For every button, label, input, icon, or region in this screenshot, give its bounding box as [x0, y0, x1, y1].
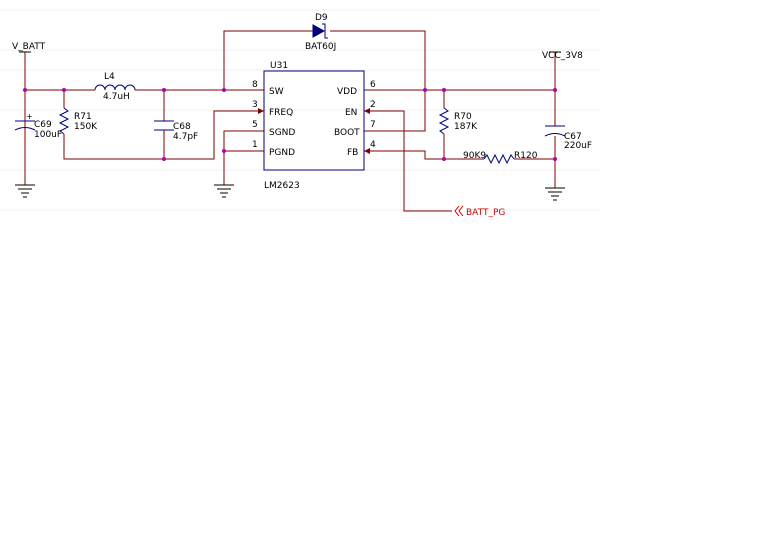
pin-en[interactable]: 2 EN: [345, 100, 376, 118]
resistor-r71[interactable]: R71 150K: [58, 107, 98, 135]
c69-ref: C69: [34, 120, 52, 130]
d9-ref: D9: [315, 13, 328, 23]
d9-value: BAT60J: [305, 42, 336, 52]
pin-number: 2: [370, 100, 376, 110]
resistor-r120[interactable]: 90K9 R120: [463, 151, 538, 165]
r120-ref: R120: [514, 151, 538, 161]
pin-name: BOOT: [334, 128, 360, 138]
capacitor-c68[interactable]: C68 4.7pF: [154, 120, 198, 142]
pin-fb[interactable]: 4 FB: [347, 140, 376, 158]
r70-value: 187K: [454, 122, 478, 132]
inductor-l4[interactable]: L4 4.7uH: [94, 72, 137, 102]
input-arrow-icon: [364, 108, 370, 114]
vbatt-net-label: V_BATT: [12, 42, 46, 52]
c67-value: 220uF: [564, 141, 592, 151]
pin-number: 6: [370, 80, 376, 90]
capacitor-c67[interactable]: C67 220uF: [544, 125, 592, 151]
pin-freq[interactable]: 3 FREQ: [252, 100, 293, 118]
c68-value: 4.7pF: [173, 132, 198, 142]
junction-dot: [23, 88, 27, 92]
junction-dot: [222, 149, 226, 153]
pin-name: PGND: [269, 148, 295, 158]
pin-pgnd[interactable]: 1 PGND: [252, 140, 295, 158]
pin-number: 3: [252, 100, 258, 110]
pin-name: SGND: [269, 128, 295, 138]
vcc3v8-power-port[interactable]: VCC_3V8: [542, 51, 583, 61]
pin-number: 5: [252, 120, 258, 130]
input-arrow-icon: [258, 108, 264, 114]
pin-name: VDD: [337, 87, 357, 97]
pin-number: 7: [370, 120, 376, 130]
pin-name: SW: [269, 87, 284, 97]
junction-dot: [423, 88, 427, 92]
pin-name: FB: [347, 148, 358, 158]
junction-dot: [162, 88, 166, 92]
ic-u31[interactable]: U31 LM2623 8 SW 3 FREQ 5 SGND 1 PGND 6 V…: [252, 61, 376, 191]
pin-name: FREQ: [269, 108, 293, 118]
diode-d9[interactable]: D9 BAT60J: [305, 13, 336, 52]
r70-ref: R70: [454, 112, 472, 122]
pin-vdd[interactable]: 6 VDD: [337, 80, 376, 97]
resistor-r70[interactable]: R70 187K: [438, 107, 478, 135]
ground-icon: [545, 187, 565, 201]
c67-ref: C67: [564, 132, 582, 142]
vbatt-power-port[interactable]: V_BATT: [12, 42, 46, 53]
junction-dot: [442, 157, 446, 161]
wires: [24, 30, 556, 212]
junction-dot: [62, 88, 66, 92]
polarity-plus: +: [26, 112, 33, 121]
ground-icon: [15, 184, 35, 198]
l4-ref: L4: [104, 72, 115, 82]
pin-sw[interactable]: 8 SW: [252, 80, 284, 97]
pin-number: 4: [370, 140, 376, 150]
batt-pg-label: BATT_PG: [466, 208, 505, 218]
u31-ref: U31: [270, 61, 288, 71]
junction-dot: [162, 157, 166, 161]
pin-number: 8: [252, 80, 258, 90]
pin-sgnd[interactable]: 5 SGND: [252, 120, 295, 138]
ground-icon: [214, 184, 234, 198]
c69-value: 100uF: [34, 130, 62, 140]
l4-value: 4.7uH: [103, 92, 130, 102]
junction-dot: [553, 88, 557, 92]
batt-pg-port[interactable]: BATT_PG: [454, 205, 505, 218]
r120-value: 90K9: [463, 151, 486, 161]
capacitor-c69[interactable]: + C69 100uF: [14, 112, 62, 140]
pin-number: 1: [252, 140, 258, 150]
junction-dot: [553, 157, 557, 161]
u31-part: LM2623: [264, 181, 300, 191]
input-arrow-icon: [364, 148, 370, 154]
r71-value: 150K: [74, 122, 98, 132]
junction-dot: [222, 88, 226, 92]
c68-ref: C68: [173, 122, 191, 132]
pin-boot[interactable]: 7 BOOT: [334, 120, 376, 138]
grid: [0, 9, 600, 211]
junctions: [23, 88, 557, 161]
vcc3v8-net-label: VCC_3V8: [542, 51, 583, 61]
pin-name: EN: [345, 108, 357, 118]
junction-dot: [442, 88, 446, 92]
r71-ref: R71: [74, 112, 92, 122]
